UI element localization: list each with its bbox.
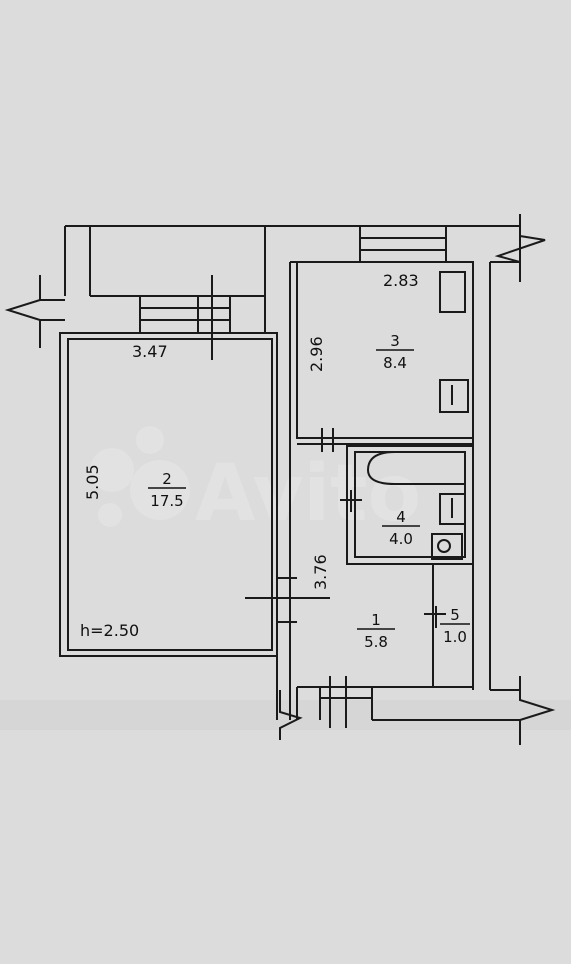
dim-room3-width: 2.83 [383, 271, 419, 290]
room-label-4: 4 4.0 [382, 508, 420, 548]
avito-watermark: Avito [90, 426, 421, 539]
room-area: 5.8 [364, 633, 388, 651]
room-label-3: 3 8.4 [376, 332, 414, 372]
walls [4, 214, 556, 745]
room-label-1: 1 5.8 [357, 611, 395, 651]
room-number: 5 [450, 606, 460, 624]
room-area: 1.0 [443, 628, 467, 646]
ceiling-height: h=2.50 [80, 621, 139, 640]
room-number: 1 [371, 611, 381, 629]
room-number: 2 [162, 470, 172, 488]
room-number: 4 [396, 508, 406, 526]
watermark-text: Avito [195, 449, 421, 539]
room-area: 17.5 [150, 492, 183, 510]
room-label-5: 5 1.0 [440, 606, 470, 646]
dim-room2-length: 5.05 [83, 464, 102, 500]
room-area: 4.0 [389, 530, 413, 548]
room-area: 8.4 [383, 354, 407, 372]
room-number: 3 [390, 332, 400, 350]
dim-room3-length: 2.96 [307, 336, 326, 372]
room-label-2: 2 17.5 [148, 470, 186, 510]
dim-corridor-length: 3.76 [311, 554, 330, 590]
dim-room2-width: 3.47 [132, 342, 168, 361]
